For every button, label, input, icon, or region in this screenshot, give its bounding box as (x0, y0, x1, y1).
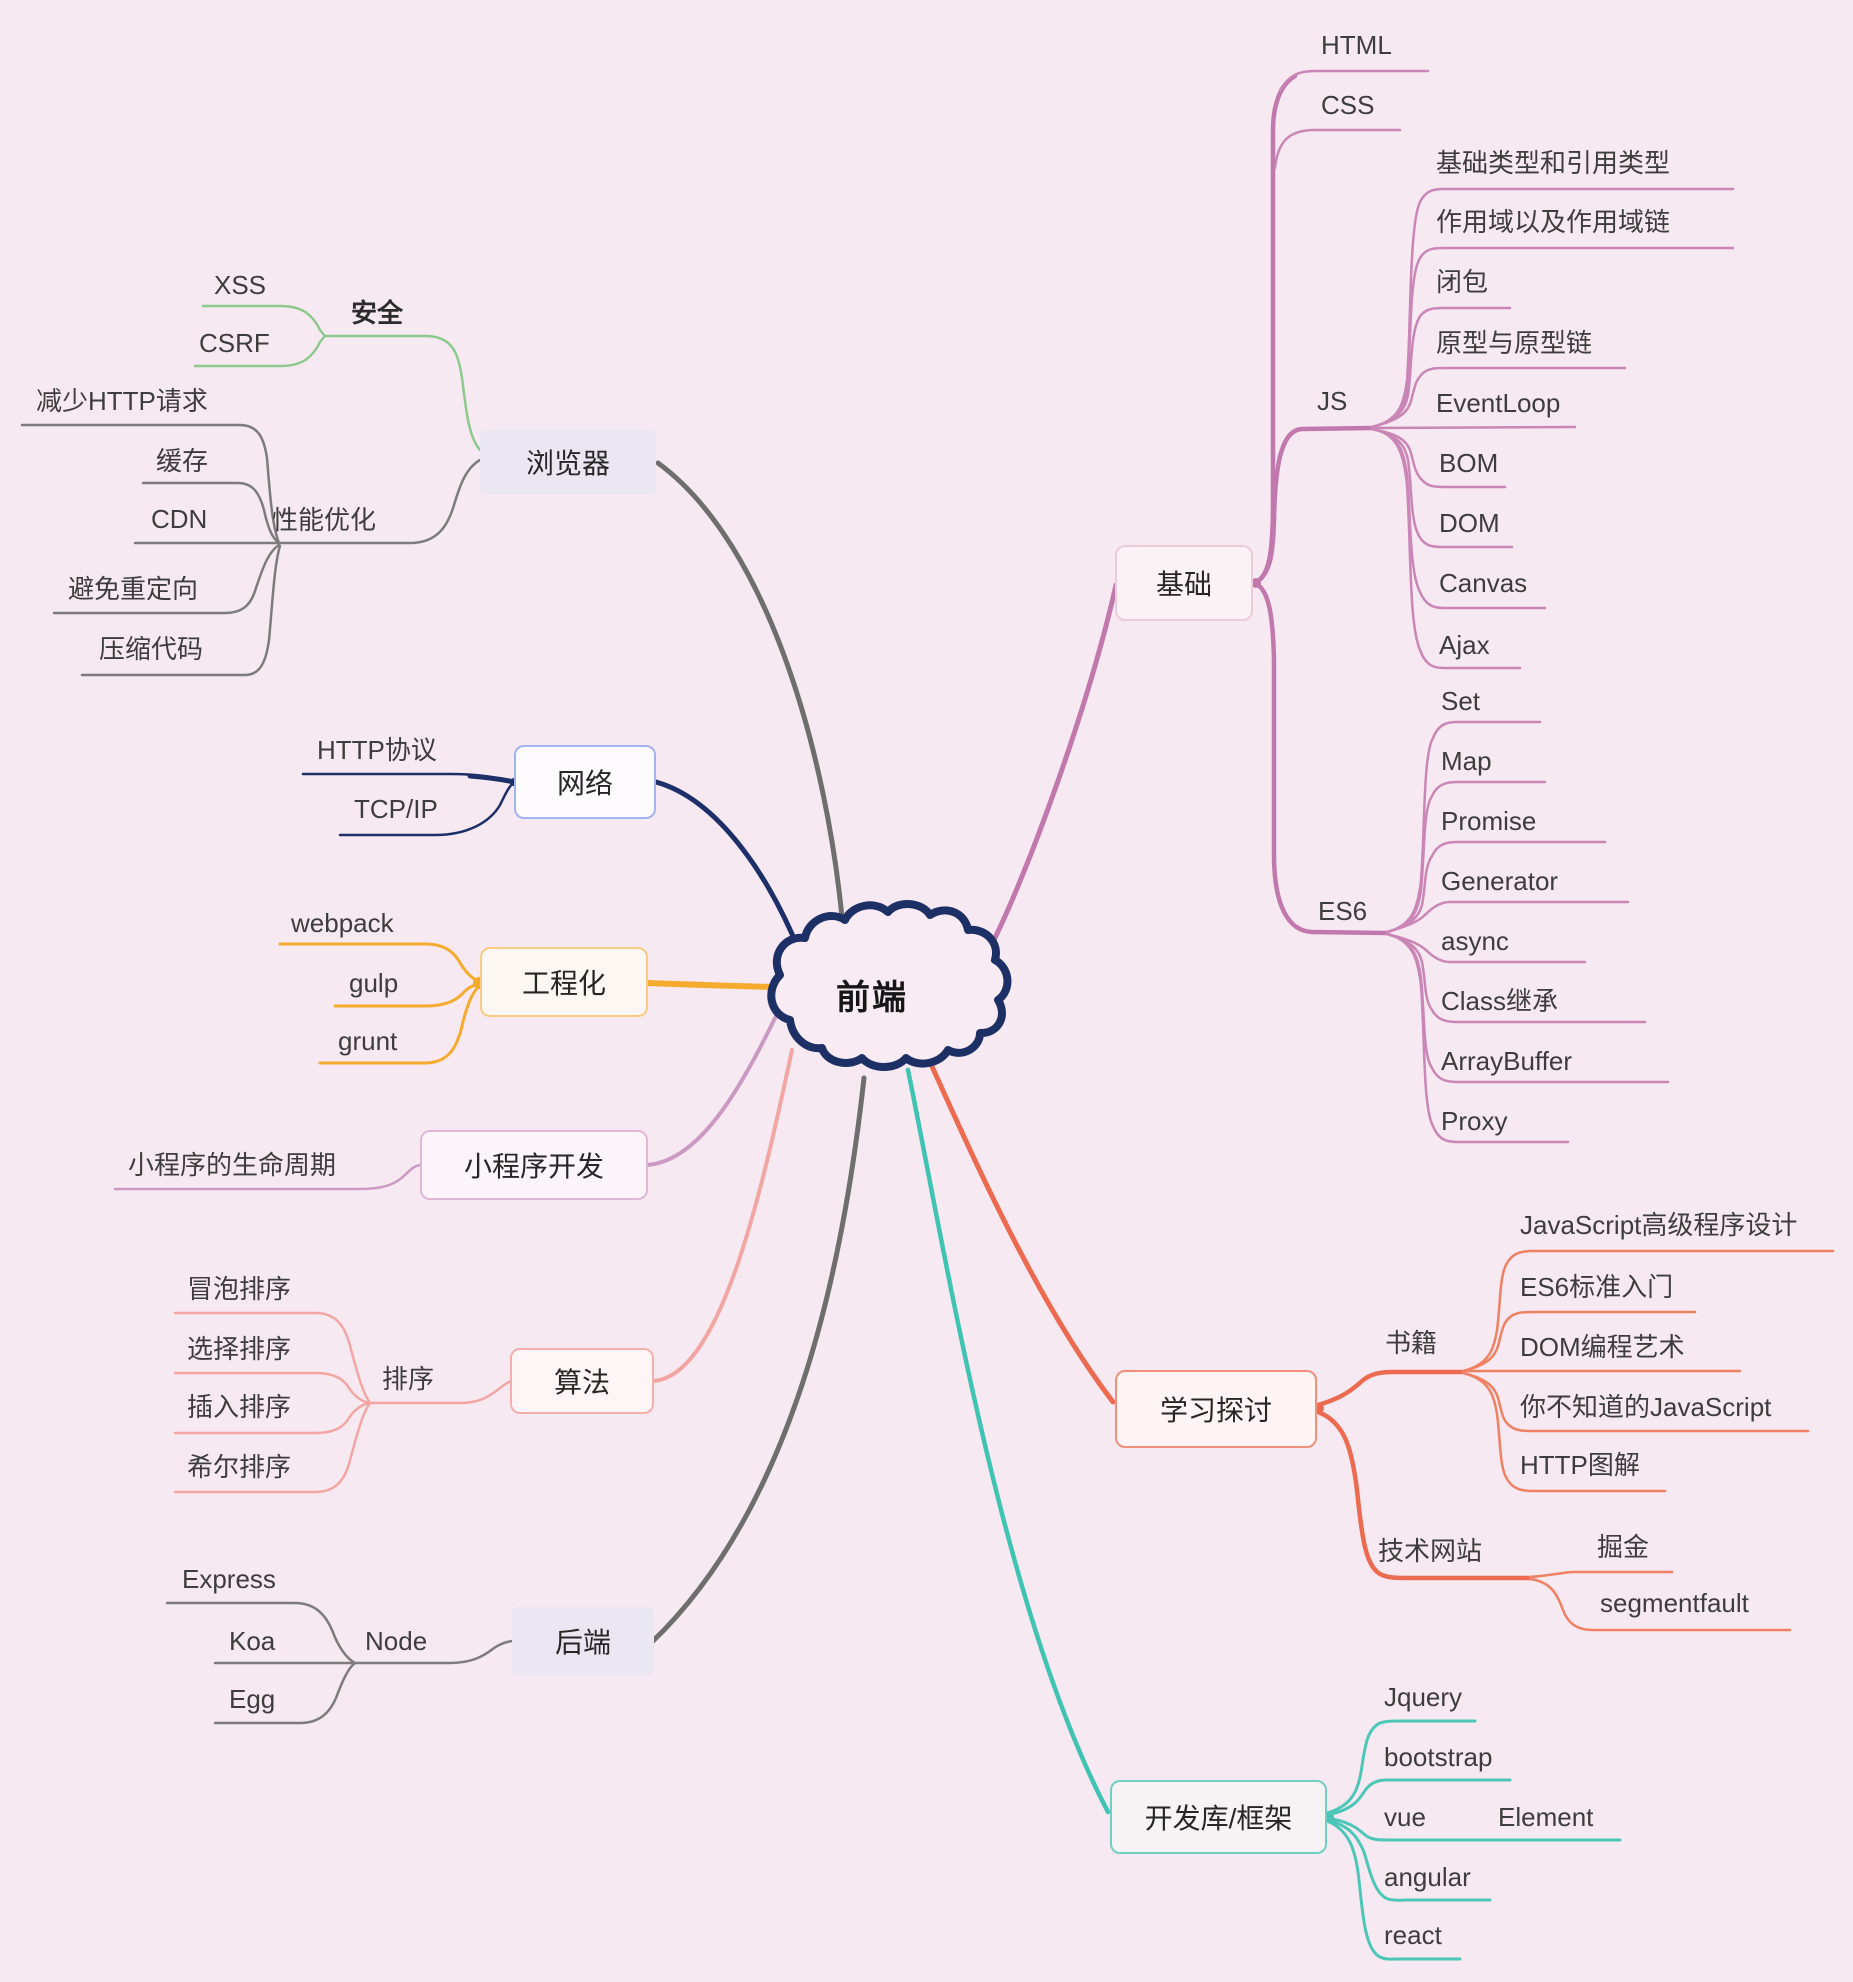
topic-backend-label: 后端 (554, 1627, 611, 1658)
topic-gulp[interactable]: gulp (349, 968, 399, 998)
security-branch-lines (193, 304, 482, 452)
topic-avoid-redirect[interactable]: 避免重定向 (68, 574, 199, 604)
topic-basic-and-reference-types[interactable]: 基础类型和引用类型 (1436, 148, 1671, 178)
root-topic[interactable]: 前端 (836, 979, 908, 1017)
topic-element[interactable]: Element (1498, 1802, 1594, 1832)
topic-proxy[interactable]: Proxy (1441, 1106, 1508, 1136)
topic-shell-sort[interactable]: 希尔排序 (187, 1452, 292, 1482)
topic-engineering-label: 工程化 (521, 968, 606, 999)
topic-cdn[interactable]: CDN (151, 504, 208, 534)
topic-map[interactable]: Map (1441, 746, 1492, 776)
topic-browser-label: 浏览器 (525, 448, 610, 479)
topic-koa[interactable]: Koa (229, 1626, 276, 1656)
topic-security[interactable]: 安全 (351, 298, 404, 328)
topic-closure[interactable]: 闭包 (1436, 267, 1489, 297)
topic-bootstrap[interactable]: bootstrap (1384, 1742, 1493, 1772)
root-cloud-shape[interactable] (767, 900, 1012, 1071)
topic-tcp-ip[interactable]: TCP/IP (354, 794, 438, 824)
topic-miniprogram-lifecycle[interactable]: 小程序的生命周期 (128, 1150, 337, 1180)
topic-html[interactable]: HTML (1321, 30, 1392, 60)
topic-ajax[interactable]: Ajax (1439, 630, 1490, 660)
topic-study[interactable]: 学习探讨 (1115, 1370, 1317, 1448)
topic-bom[interactable]: BOM (1439, 448, 1499, 478)
topic-prototype-chain[interactable]: 原型与原型链 (1436, 328, 1593, 358)
topic-reduce-http-requests[interactable]: 减少HTTP请求 (36, 386, 208, 416)
topic-grunt[interactable]: grunt (338, 1026, 398, 1056)
study-leaf-lines (1461, 1249, 1835, 1632)
topic-book-ydkjs[interactable]: 你不知道的JavaScript (1520, 1392, 1772, 1422)
topic-xss[interactable]: XSS (214, 270, 267, 300)
basics-leaf-lines (1273, 69, 1735, 1144)
topic-basics-label: 基础 (1155, 569, 1212, 600)
browser-trunk-line (655, 460, 846, 931)
topic-angular[interactable]: angular (1384, 1862, 1471, 1892)
topic-book-dom-art[interactable]: DOM编程艺术 (1520, 1332, 1685, 1362)
topic-webpack[interactable]: webpack (291, 908, 394, 938)
topic-algorithm-label: 算法 (553, 1367, 610, 1398)
topic-browser[interactable]: 浏览器 (480, 430, 656, 494)
topic-selection-sort[interactable]: 选择排序 (187, 1334, 292, 1364)
topic-http-protocol[interactable]: HTTP协议 (317, 735, 437, 765)
topic-miniprogram[interactable]: 小程序开发 (420, 1130, 648, 1200)
topic-books[interactable]: 书籍 (1385, 1328, 1438, 1358)
topic-basics[interactable]: 基础 (1115, 545, 1253, 621)
topic-tech-sites[interactable]: 技术网站 (1378, 1536, 1483, 1566)
topic-generator[interactable]: Generator (1441, 866, 1559, 896)
topic-event-loop[interactable]: EventLoop (1436, 388, 1561, 418)
topic-engineering[interactable]: 工程化 (480, 947, 648, 1017)
topic-study-label: 学习探讨 (1159, 1395, 1272, 1426)
topic-js[interactable]: JS (1317, 386, 1348, 416)
topic-react[interactable]: react (1384, 1920, 1442, 1950)
topic-scope-chain[interactable]: 作用域以及作用域链 (1436, 207, 1671, 237)
algorithm-branch-lines (173, 1048, 794, 1494)
topic-book-http-illustrated[interactable]: HTTP图解 (1520, 1450, 1640, 1480)
performance-branch-lines (20, 423, 482, 677)
study-trunk-lines (927, 1059, 1533, 1581)
miniprogram-branch-lines (113, 1010, 780, 1191)
topic-set[interactable]: Set (1441, 686, 1481, 716)
topic-miniprogram-label: 小程序开发 (463, 1151, 604, 1182)
topic-insertion-sort[interactable]: 插入排序 (187, 1392, 292, 1422)
topic-jquery[interactable]: Jquery (1384, 1682, 1463, 1712)
topic-css[interactable]: CSS (1321, 90, 1375, 120)
topic-cache[interactable]: 缓存 (156, 446, 209, 476)
topic-canvas[interactable]: Canvas (1439, 568, 1528, 598)
topic-network[interactable]: 网络 (514, 745, 656, 819)
topic-backend[interactable]: 后端 (512, 1607, 654, 1675)
topic-vue[interactable]: vue (1384, 1802, 1426, 1832)
topic-bubble-sort[interactable]: 冒泡排序 (187, 1274, 292, 1304)
topic-class-extends[interactable]: Class继承 (1441, 986, 1559, 1016)
basics-junction-dot (1251, 578, 1261, 588)
topic-compress-code[interactable]: 压缩代码 (99, 634, 204, 664)
frameworks-leaf-lines (1325, 1719, 1622, 1961)
topic-egg[interactable]: Egg (229, 1684, 276, 1714)
topic-book-es6-intro[interactable]: ES6标准入门 (1520, 1272, 1674, 1302)
topic-frameworks[interactable]: 开发库/框架 (1110, 1780, 1327, 1854)
frameworks-trunk-line (905, 1067, 1111, 1815)
topic-juejin[interactable]: 掘金 (1597, 1532, 1650, 1562)
topic-network-label: 网络 (556, 768, 613, 799)
topic-book-js-advanced[interactable]: JavaScript高级程序设计 (1520, 1210, 1798, 1240)
topic-express[interactable]: Express (182, 1564, 276, 1594)
topic-dom[interactable]: DOM (1439, 508, 1500, 538)
topic-csrf[interactable]: CSRF (199, 328, 270, 358)
topic-frameworks-label: 开发库/框架 (1144, 1803, 1293, 1834)
topic-arraybuffer[interactable]: ArrayBuffer (1441, 1046, 1573, 1076)
topic-algorithm[interactable]: 算法 (510, 1348, 654, 1414)
topic-async[interactable]: async (1441, 926, 1509, 956)
topic-promise[interactable]: Promise (1441, 806, 1537, 836)
topic-performance[interactable]: 性能优化 (272, 505, 377, 535)
backend-branch-lines (165, 1075, 867, 1725)
topic-sort[interactable]: 排序 (382, 1364, 435, 1394)
topic-es6[interactable]: ES6 (1318, 896, 1368, 926)
basics-trunk-lines (985, 73, 1390, 955)
topic-segmentfault[interactable]: segmentfault (1600, 1588, 1749, 1618)
topic-node[interactable]: Node (365, 1626, 428, 1656)
